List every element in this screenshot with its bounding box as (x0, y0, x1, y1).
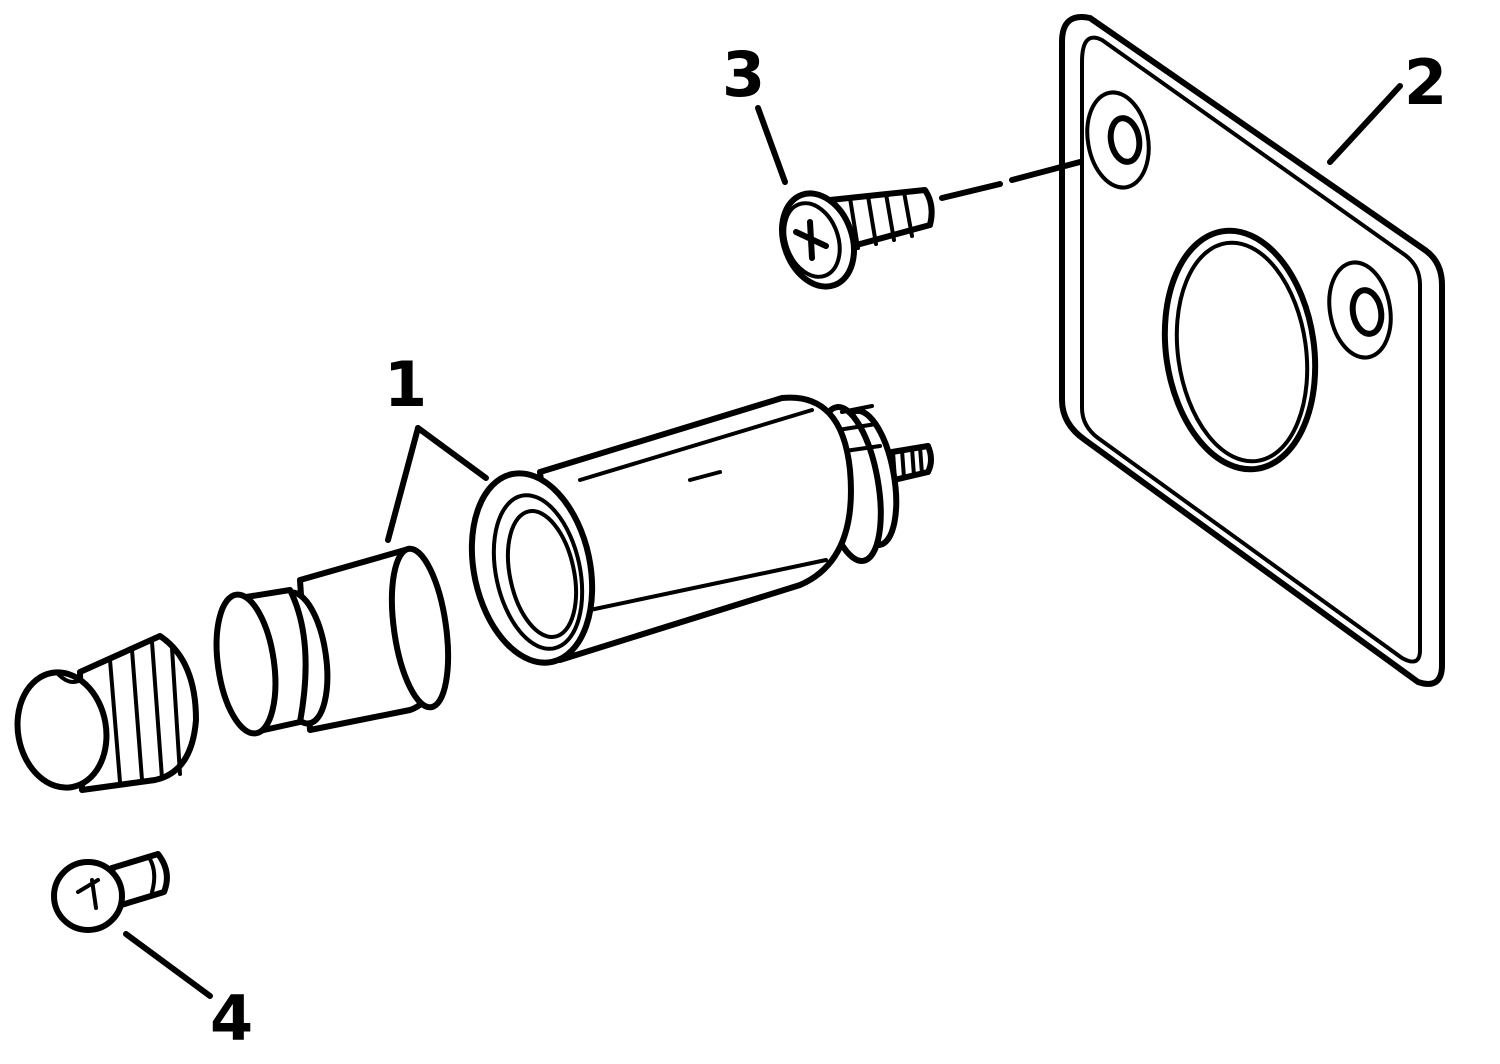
mounting-plate (1059, 14, 1445, 687)
screw (779, 187, 935, 290)
leader-line-4 (123, 931, 213, 999)
leader-line-2 (1327, 83, 1403, 165)
callout-1: 1 (384, 348, 427, 421)
lighter-plug (14, 545, 452, 793)
leader-line-1a (385, 425, 421, 543)
alignment-line (939, 159, 1083, 201)
leader-line-3 (755, 105, 788, 185)
callout-2: 2 (1404, 46, 1447, 119)
callout-3: 3 (722, 38, 765, 111)
receptacle-housing (468, 394, 934, 666)
bulb (51, 851, 170, 933)
callout-4: 4 (210, 982, 253, 1055)
leader-line-1b (415, 425, 489, 481)
